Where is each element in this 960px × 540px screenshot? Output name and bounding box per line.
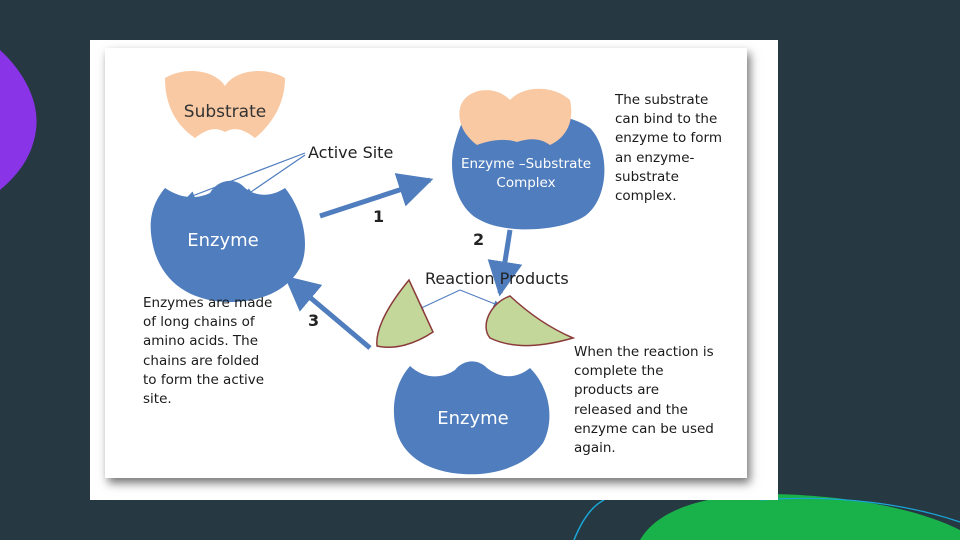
amino-note-line: of long chains of (143, 314, 255, 331)
purple-blob-decoration (0, 50, 37, 190)
products-arrow-2 (459, 289, 501, 307)
binding-note-line: substrate (615, 168, 679, 185)
release-note-line: complete the (574, 363, 664, 380)
release-note-line: When the reaction is (574, 344, 714, 360)
binding-note-line: The substrate (615, 92, 709, 108)
release-note-line: products are (574, 382, 660, 399)
enzyme-diagram: Substrate Enzyme Active Site Enzyme –Sub… (150, 71, 605, 475)
substrate-label: Substrate (184, 102, 266, 122)
image-card: Substrate Enzyme Active Site Enzyme –Sub… (90, 40, 778, 500)
green-wave-decoration (640, 494, 960, 540)
step1-label: 1 (373, 207, 384, 226)
step1-arrow (319, 173, 434, 219)
step2-arrow (487, 229, 523, 297)
substrate-shape (165, 71, 285, 138)
reaction-products-label: Reaction Products (425, 269, 569, 288)
step3-arrow (284, 275, 372, 350)
binding-note: The substrate can bind to the enzyme to … (615, 91, 722, 206)
product-left-shape (376, 278, 434, 348)
binding-note-line: an enzyme- (615, 149, 695, 166)
complex-label-line1: Enzyme –Substrate (461, 156, 591, 172)
enzyme-left-shape (150, 180, 305, 303)
enzyme-bottom-label: Enzyme (437, 408, 509, 429)
amino-note-line: site. (143, 391, 172, 408)
complex-substrate-shape (459, 88, 572, 145)
amino-note-line: chains are folded (143, 352, 260, 369)
release-note: When the reaction is complete the produc… (574, 343, 714, 458)
step3-label: 3 (308, 311, 319, 330)
cyan-arc-decoration (573, 499, 605, 540)
active-site-label: Active Site (308, 143, 393, 162)
step2-label: 2 (473, 230, 484, 249)
binding-note-line: enzyme to form (615, 130, 723, 147)
product-right-shape (485, 295, 576, 347)
amino-acid-note: Enzymes are made of long chains of amino… (143, 294, 272, 409)
enzyme-left-label: Enzyme (187, 230, 259, 251)
products-arrow-1 (416, 289, 461, 311)
enzyme-diagram-figure: Substrate Enzyme Active Site Enzyme –Sub… (105, 48, 747, 478)
amino-note-line: amino acids. The (143, 333, 259, 350)
release-note-line: again. (574, 440, 616, 457)
complex-label-line2: Complex (496, 175, 555, 191)
binding-note-line: can bind to the (615, 111, 718, 128)
amino-note-line: to form the active (143, 371, 265, 388)
enzyme-bottom-shape (393, 361, 550, 475)
binding-note-line: complex. (615, 188, 677, 205)
amino-note-line: Enzymes are made (143, 295, 273, 311)
active-site-arrow-2 (244, 154, 306, 197)
release-note-line: enzyme can be used (574, 420, 714, 437)
cyan-wave-decoration (759, 497, 960, 523)
release-note-line: released and the (574, 401, 688, 418)
active-site-arrow-1 (186, 152, 306, 200)
